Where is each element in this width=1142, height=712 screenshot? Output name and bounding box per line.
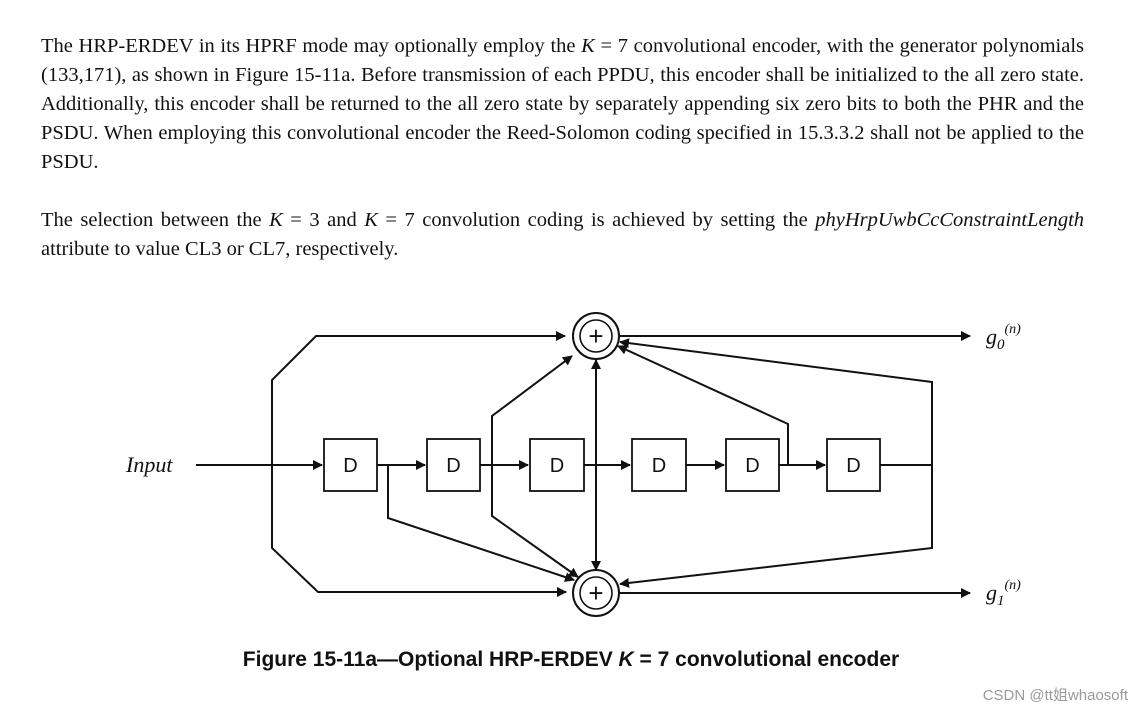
register-label: D — [343, 455, 357, 477]
k-variable: K — [618, 648, 634, 671]
text-run: attribute to value CL3 or CL7, respectiv… — [41, 238, 399, 260]
output-base: g — [986, 324, 997, 349]
register-label: D — [846, 455, 860, 477]
caption-text: Figure 15-11a—Optional HRP-ERDEV — [242, 648, 619, 671]
paragraph-encoder-description: The HRP-ERDEV in its HPRF mode may optio… — [41, 32, 1084, 177]
output-subscript: 1 — [997, 593, 1005, 609]
plus-icon: + — [588, 321, 603, 351]
text-run: The HRP-ERDEV in its HPRF mode may optio… — [41, 35, 582, 57]
register-6: D — [826, 438, 881, 492]
k-variable: K — [364, 209, 378, 231]
text-run: = 7 convolution coding is achieved by se… — [377, 209, 816, 231]
input-to-bottom-adder-wire — [271, 465, 567, 597]
output-superscript: (n) — [1005, 322, 1022, 337]
output-base: g — [986, 580, 997, 605]
register-label: D — [652, 455, 666, 477]
attribute-name: phyHrpUwbCcConstraintLength — [815, 209, 1085, 231]
caption-text: = 7 convolutional encoder — [633, 648, 900, 671]
tap-d5-to-top-adder — [617, 345, 789, 465]
figure-caption: Figure 15-11a—Optional HRP-ERDEV K = 7 c… — [0, 648, 1142, 672]
output-g0-label: g0(n) — [986, 322, 1021, 353]
register-3: D — [529, 438, 585, 492]
plus-icon: + — [588, 578, 603, 608]
register-label: D — [550, 455, 564, 477]
input-label: Input — [125, 452, 173, 477]
register-4: D — [631, 438, 687, 492]
top-adder: + — [572, 312, 620, 360]
register-label: D — [745, 455, 759, 477]
text-run: = 3 and — [282, 209, 365, 231]
bottom-adder: + — [572, 569, 620, 617]
tap-d6-to-bottom-adder — [619, 465, 933, 588]
text-run: = 7 convolutional encoder, with the gene… — [41, 35, 1084, 173]
paragraph-selection-description: The selection between the K = 3 and K = … — [41, 206, 1084, 264]
tap-d2-to-bottom-adder — [491, 465, 579, 578]
register-label: D — [446, 455, 460, 477]
input-to-top-adder-wire — [271, 331, 566, 465]
k-variable: K — [269, 209, 283, 231]
register-5: D — [725, 438, 780, 492]
k-variable: K — [581, 35, 595, 57]
output-superscript: (n) — [1005, 578, 1022, 593]
register-1: D — [323, 438, 378, 492]
text-run: The selection between the — [41, 209, 270, 231]
tap-d2-to-top-adder — [491, 355, 573, 465]
tap-d1-to-bottom-adder — [387, 465, 575, 582]
tap-d6-to-top-adder — [619, 338, 933, 465]
watermark: CSDN @tt姐whaosoft — [982, 687, 1128, 704]
register-2: D — [426, 438, 481, 492]
output-g1-label: g1(n) — [986, 578, 1021, 609]
output-subscript: 0 — [997, 337, 1005, 353]
